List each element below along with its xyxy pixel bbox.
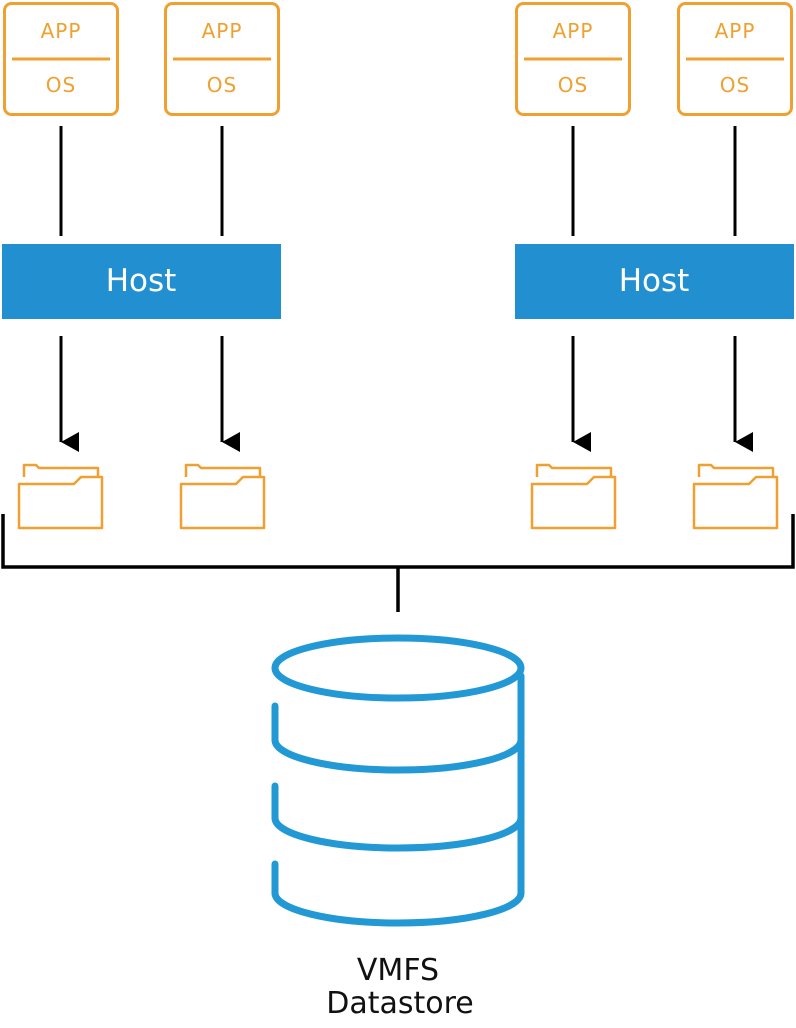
datastore-label-line2: Datastore [326,986,474,1021]
vm-box-2: APP OS [164,2,280,116]
host-label: Host [106,263,177,299]
vm-os-label: OS [720,73,750,97]
vm-app-label: APP [202,19,243,43]
vm-box-1: APP OS [3,2,119,116]
storage-bracket [1,514,795,569]
host-label: Host [619,263,690,299]
vm-box-4: APP OS [677,2,793,116]
folder-icon [17,463,104,530]
host-box-1: Host [2,244,281,319]
host-box-2: Host [515,244,794,319]
vm-os-label: OS [207,73,237,97]
vm-os-label: OS [558,73,588,97]
vm-box-3: APP OS [515,2,631,116]
database-icon [271,634,525,927]
datastore-label-line1: VMFS [357,953,439,988]
vm-os-label: OS [46,73,76,97]
vm-app-label: APP [715,19,756,43]
vm-app-label: APP [41,19,82,43]
folder-icon [530,463,617,530]
folder-icon [692,463,779,530]
folder-icon [179,463,266,530]
vm-app-label: APP [553,19,594,43]
